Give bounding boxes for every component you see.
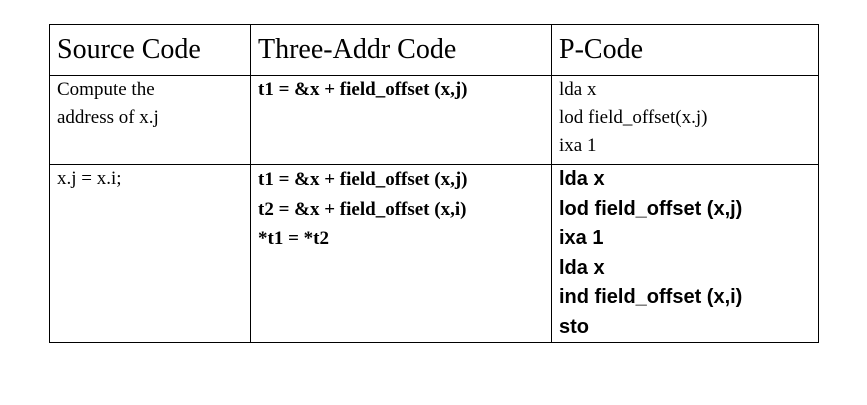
pcode-line: sto (559, 315, 589, 338)
table-row: Compute the address of x.j t1 = &x + fie… (49, 75, 819, 165)
pcode-line: ixa 1 (559, 227, 604, 249)
source-line: Compute the (57, 79, 155, 100)
three-addr-line: t1 = &x + field_offset (x,j) (258, 169, 468, 190)
header-three-addr-code: Three-Addr Code (250, 24, 552, 76)
header-source-code: Source Code (49, 24, 251, 76)
source-line: address of x.j (57, 107, 159, 128)
pcode-cell: lda x lod field_offset(x.j) ixa 1 (551, 75, 819, 165)
three-addr-cell: t1 = &x + field_offset (x,j) t2 = &x + f… (250, 164, 552, 343)
pcode-line: ind field_offset (x,i) (559, 286, 743, 308)
three-addr-cell: t1 = &x + field_offset (x,j) (250, 75, 552, 165)
source-cell: Compute the address of x.j (49, 75, 251, 165)
table-row: x.j = x.i; t1 = &x + field_offset (x,j) … (49, 164, 819, 343)
source-line: x.j = x.i; (57, 168, 122, 189)
pcode-line: ixa 1 (559, 135, 597, 156)
header-p-code: P-Code (551, 24, 819, 76)
three-addr-line: *t1 = *t2 (258, 228, 329, 249)
three-addr-line: t2 = &x + field_offset (x,i) (258, 198, 467, 220)
pcode-line: lod field_offset (x,j) (559, 197, 743, 220)
pcode-line: lda x (559, 168, 605, 190)
pcode-line: lod field_offset(x.j) (559, 107, 708, 128)
pcode-line: lda x (559, 79, 597, 100)
three-addr-line: t1 = &x + field_offset (x,j) (258, 79, 468, 100)
header-row: Source Code Three-Addr Code P-Code (49, 24, 819, 76)
pcode-line: lda x (559, 256, 605, 279)
pcode-cell: lda x lod field_offset (x,j) ixa 1 lda x… (551, 164, 819, 343)
code-comparison-table: Source Code Three-Addr Code P-Code Compu… (49, 24, 819, 343)
source-cell: x.j = x.i; (49, 164, 251, 343)
